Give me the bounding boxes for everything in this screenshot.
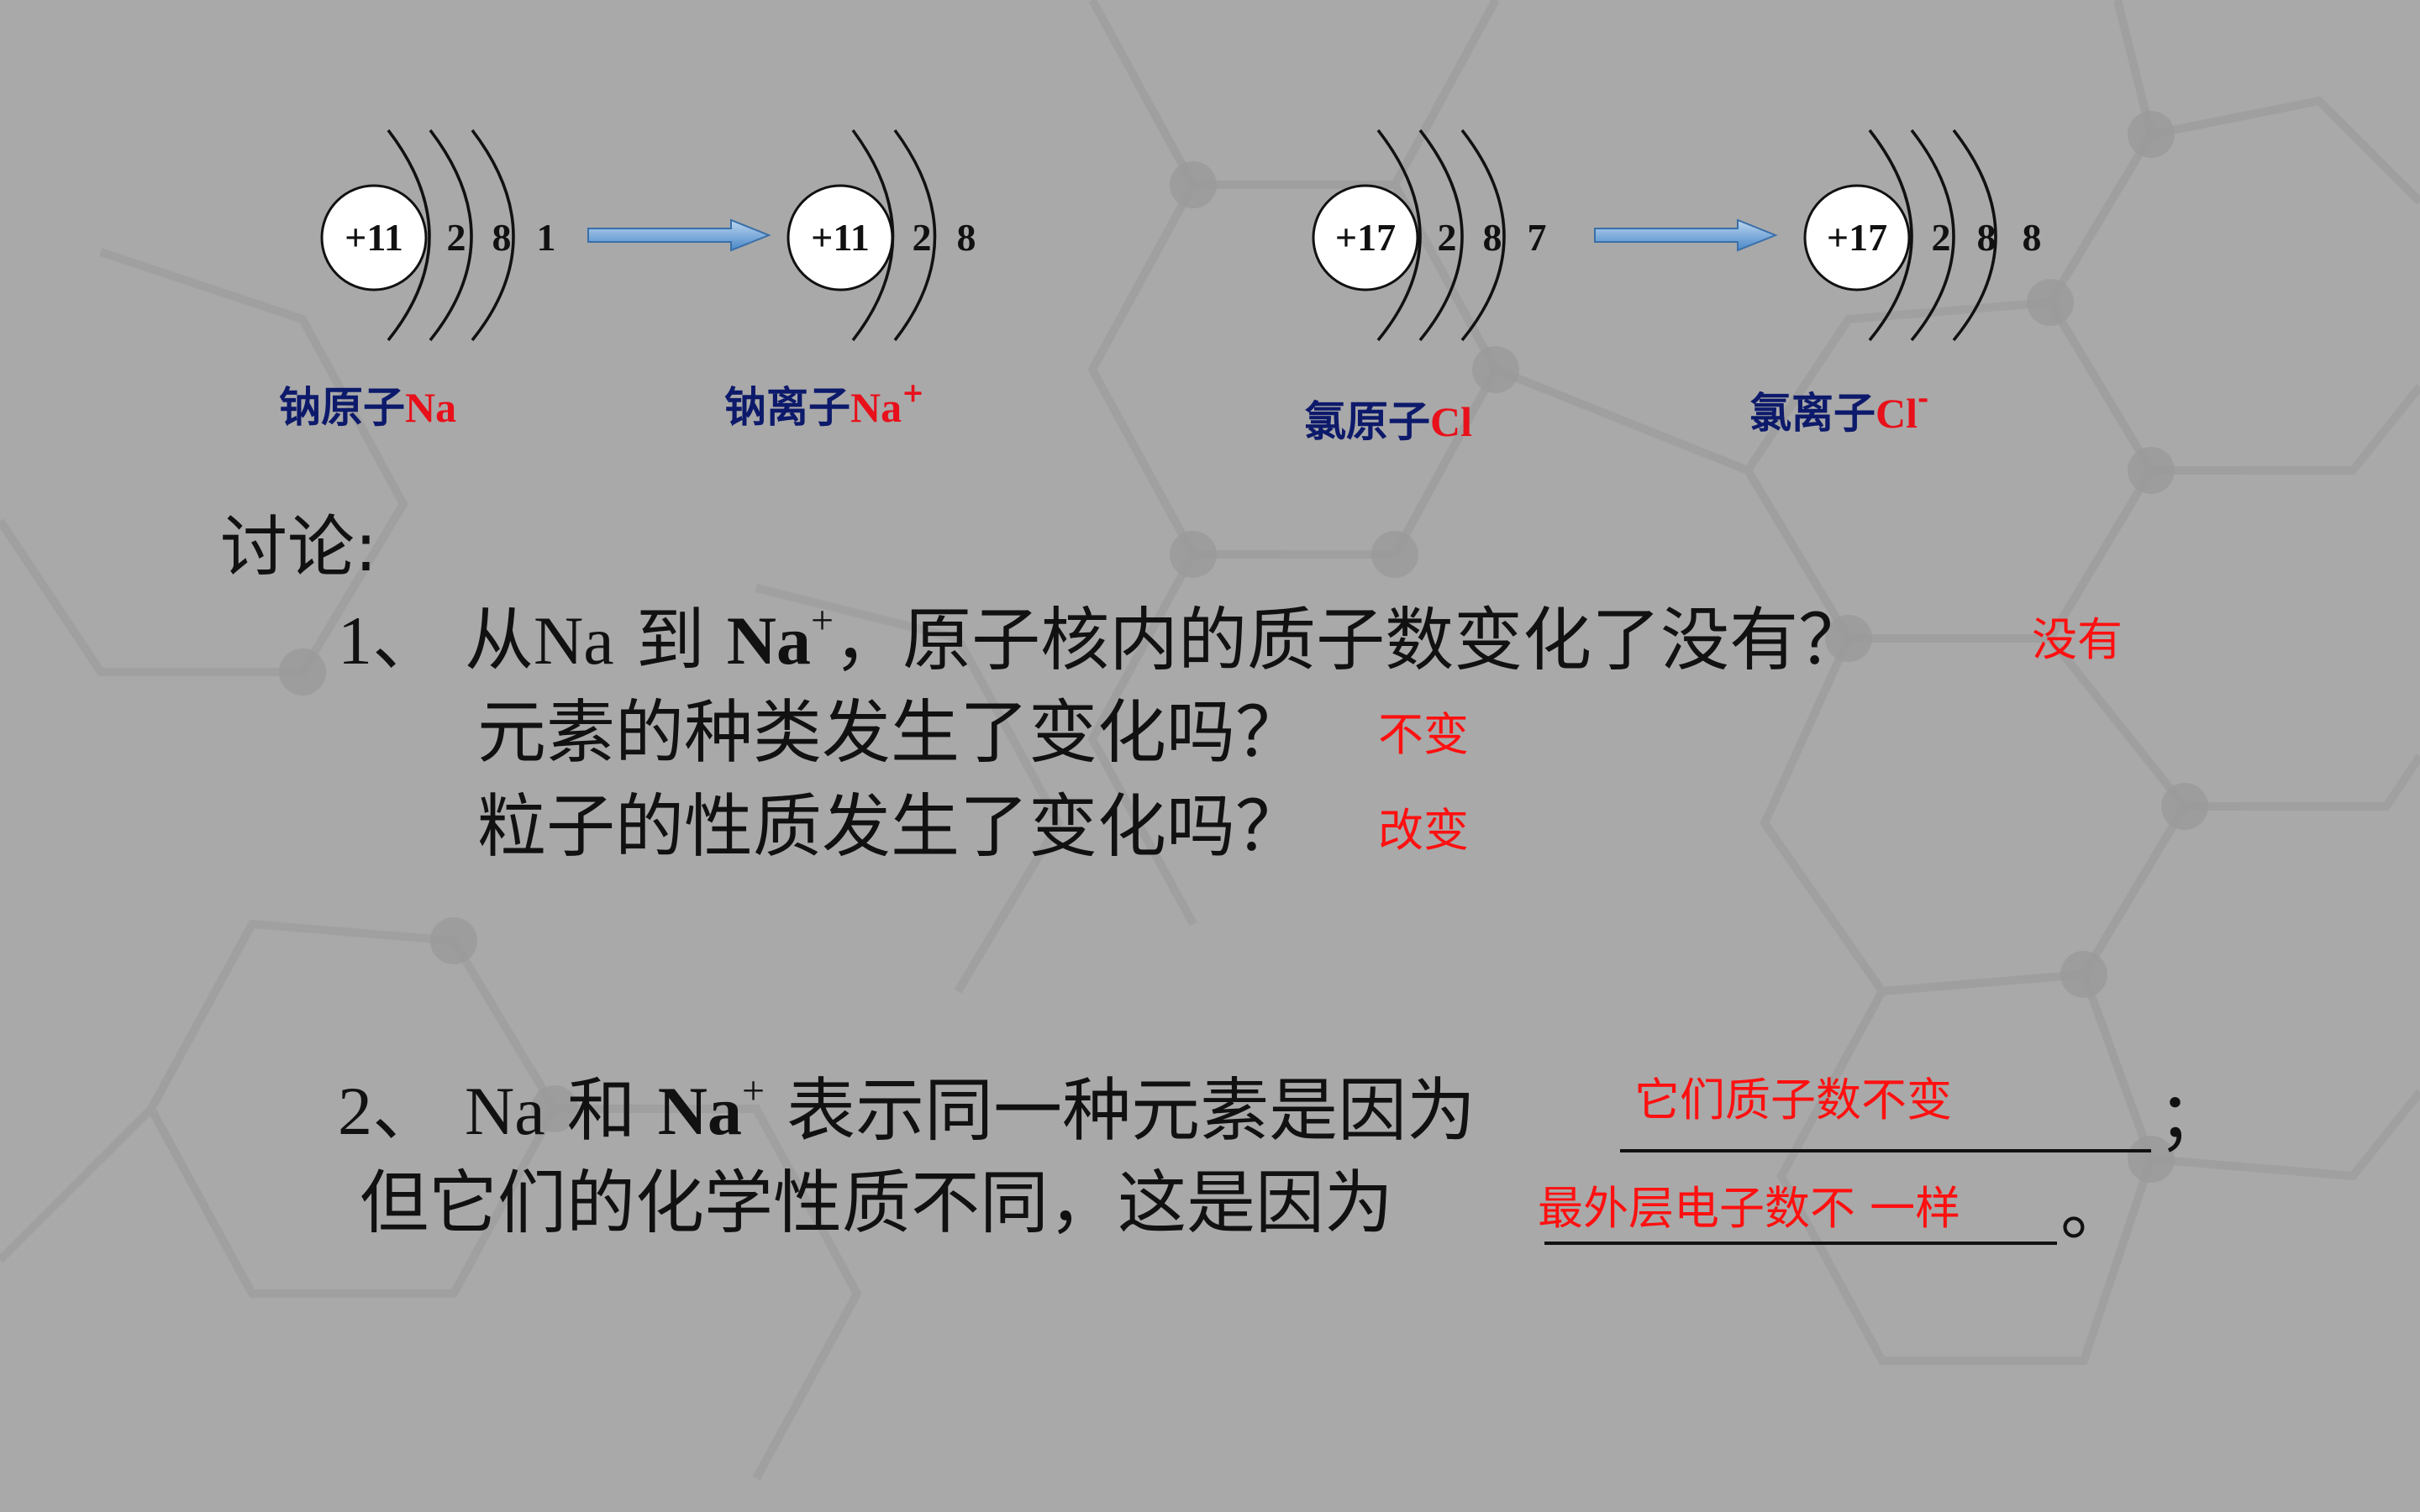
answer-same-element: 它们质子数不变 [1634, 1074, 1952, 1126]
answer-element-type: 不变 [1378, 708, 1469, 761]
label-cn: 钠离子 [724, 382, 850, 432]
ion-charge: + [811, 598, 834, 643]
nucleus-charge: +17 [1827, 216, 1887, 259]
na-atom-diagram: +11 2 8 1 [320, 129, 556, 342]
shell-arc [851, 129, 895, 342]
na-atom-label: 钠原子Na [279, 374, 456, 434]
shell-electron-count: 2 [1438, 216, 1457, 259]
answer-blank-2[interactable] [1544, 1169, 2057, 1245]
semicolon: ； [2158, 1078, 2228, 1158]
shell-electron-count: 8 [1483, 216, 1502, 259]
shell-electron-count: 2 [1932, 216, 1951, 259]
reaction-arrow [587, 218, 771, 252]
shell-arc [1868, 129, 1913, 342]
element-symbol: Na [657, 1073, 742, 1149]
shell-arc [471, 129, 515, 342]
label-cn: 钠原子 [279, 382, 405, 432]
period: 。 [2060, 1170, 2130, 1250]
shell-electron-count: 8 [1977, 216, 1996, 259]
discussion-title: 讨论: [220, 508, 377, 586]
answer-particle-property: 改变 [1378, 804, 1469, 857]
ion-charge: + [742, 1068, 765, 1113]
question-2: 2、Na 和 Na+ 表示同一种元素是因为 [338, 1071, 1476, 1146]
question-number: 2、 [338, 1073, 442, 1149]
question-text: ，原子核内的质子数变化了没有？ [834, 601, 1868, 680]
ion-charge: - [1918, 382, 1929, 415]
shell-arc [1952, 129, 1997, 342]
label-cn: 氯离子 [1749, 388, 1876, 438]
shell-electron-count: 2 [447, 216, 466, 259]
shell-arc [1910, 129, 1955, 342]
question-1c: 粒子的性质发生了变化吗？ [477, 787, 1305, 867]
na-ion-label: 钠离子Na+ [724, 374, 924, 434]
cl-ion-label: 氯离子Cl- [1749, 380, 1928, 440]
question-1: 1、从Na 到 Na+，原子核内的质子数变化了没有？ [338, 601, 1867, 675]
question-1b: 元素的种类发生了变化吗？ [477, 693, 1305, 773]
element-symbol: Na [405, 384, 457, 431]
answer-chemical-property: 最外层电子数不 一样 [1538, 1182, 1961, 1235]
nucleus-circle [320, 184, 428, 291]
label-cn: 氯原子 [1304, 396, 1430, 446]
shell-electron-count: 8 [2023, 216, 2042, 259]
nucleus-circle [1312, 184, 1419, 291]
nucleus-circle [1803, 184, 1911, 291]
text: 从 [465, 601, 534, 680]
shell-arc [1460, 129, 1506, 342]
question-text: 表示同一种元素是因为 [765, 1071, 1476, 1151]
shell-arc [429, 129, 473, 342]
answer-proton-change: 没有 [2032, 613, 2123, 666]
atom-structure-diagrams: +11 2 8 1 +11 2 8 +17 2 8 [320, 129, 2042, 342]
shell-electron-count: 1 [537, 216, 556, 259]
na-ion-diagram: +11 2 8 [786, 129, 976, 342]
element-symbol: Na [534, 602, 614, 679]
element-symbol: Na [850, 384, 902, 431]
cl-atom-label: 氯原子Cl [1304, 388, 1472, 449]
shell-arc [1376, 129, 1422, 342]
element-symbol: Cl [1430, 398, 1472, 445]
shell-electron-count: 8 [492, 216, 512, 259]
nucleus-charge: +11 [345, 216, 403, 259]
element-symbol: Na [726, 602, 812, 679]
answer-blank-1[interactable] [1620, 1077, 2151, 1152]
cl-atom-diagram: +17 2 8 7 [1312, 129, 1547, 342]
shell-arc [893, 129, 937, 342]
question-number: 1、 [338, 602, 442, 679]
shell-electron-count: 2 [913, 216, 932, 259]
cl-ion-diagram: +17 2 8 8 [1803, 129, 2042, 342]
shell-electron-count: 8 [957, 216, 976, 259]
shell-arc [1418, 129, 1464, 342]
text: 到 [613, 601, 727, 680]
element-symbol: Cl [1876, 390, 1918, 437]
ion-charge: + [902, 376, 924, 409]
element-symbol: Na [465, 1073, 545, 1149]
nucleus-charge: +11 [811, 216, 870, 259]
reaction-arrow [1594, 218, 1778, 252]
shell-arc [387, 129, 431, 342]
question-2b: 但它们的化学性质不同，这是因为 [360, 1163, 1394, 1243]
shell-electron-count: 7 [1528, 216, 1547, 259]
text: 和 [544, 1071, 658, 1151]
nucleus-charge: +17 [1335, 216, 1396, 259]
